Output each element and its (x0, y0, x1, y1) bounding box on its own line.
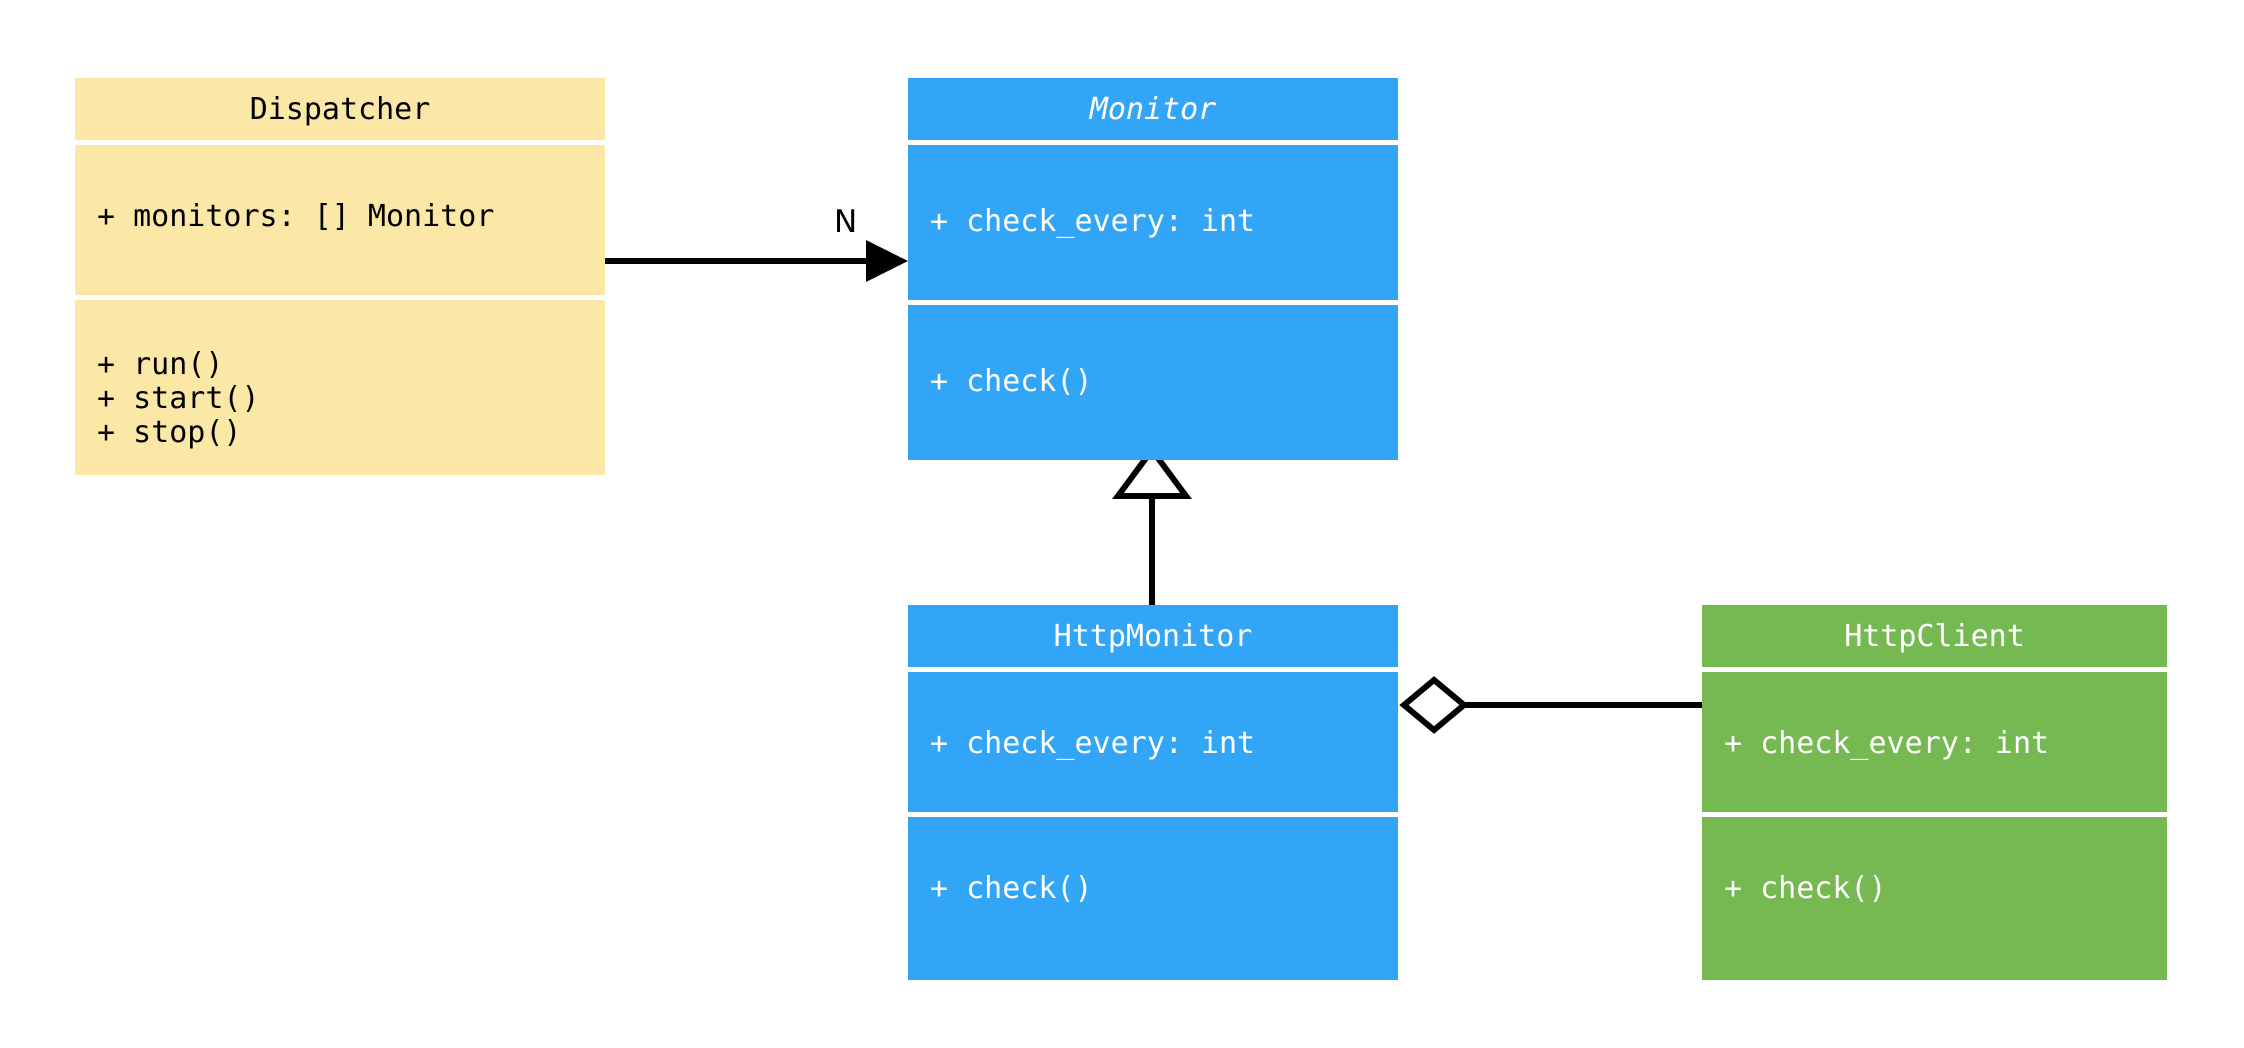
association-dispatcher-monitor (605, 240, 908, 282)
class-methods-monitor: + check() (908, 305, 1398, 460)
compartment-divider (908, 812, 1398, 817)
attribute-list: + check_every: int (930, 726, 1256, 761)
class-attributes-httpclient: + check_every: int (1702, 672, 2167, 812)
compartment-divider (1702, 812, 2167, 817)
method-list: + check() (930, 871, 1093, 906)
class-box-httpmonitor[interactable]: HttpMonitor + check_every: int + check() (908, 605, 1398, 980)
attribute-list: + check_every: int (930, 204, 1256, 239)
class-attributes-monitor: + check_every: int (908, 145, 1398, 300)
attribute-list: + check_every: int (1724, 726, 2050, 761)
class-box-httpclient[interactable]: HttpClient + check_every: int + check() (1702, 605, 2167, 980)
method-list: + check() (930, 364, 1093, 399)
class-methods-httpclient: + check() (1702, 817, 2167, 980)
class-name-label: Monitor (1089, 91, 1217, 127)
compartment-divider (75, 295, 605, 300)
class-box-dispatcher[interactable]: Dispatcher + monitors: [] Monitor + run(… (75, 78, 605, 475)
class-attributes-httpmonitor: + check_every: int (908, 672, 1398, 812)
method-list: + run() + start() + stop() (97, 347, 260, 450)
class-methods-httpmonitor: + check() (908, 817, 1398, 980)
class-title-httpclient: HttpClient (1702, 605, 2167, 667)
class-title-dispatcher: Dispatcher (75, 78, 605, 140)
compartment-divider (908, 300, 1398, 305)
compartment-divider (1702, 667, 2167, 672)
association-label-n: N (834, 204, 858, 240)
class-name-label: HttpMonitor (1053, 618, 1253, 654)
compartment-divider (908, 140, 1398, 145)
class-methods-dispatcher: + run() + start() + stop() (75, 300, 605, 475)
compartment-divider (908, 667, 1398, 672)
attribute-list: + monitors: [] Monitor (97, 199, 495, 234)
aggregation-httpmonitor-httpclient (1399, 676, 1702, 734)
class-title-httpmonitor: HttpMonitor (908, 605, 1398, 667)
class-name-label: Dispatcher (249, 91, 431, 127)
class-box-monitor[interactable]: Monitor + check_every: int + check() (908, 78, 1398, 460)
compartment-divider (75, 140, 605, 145)
generalization-httpmonitor-monitor (1112, 444, 1192, 605)
class-title-monitor: Monitor (908, 78, 1398, 140)
class-name-label: HttpClient (1844, 618, 2025, 654)
method-list: + check() (1724, 871, 1887, 906)
class-attributes-dispatcher: + monitors: [] Monitor (75, 145, 605, 295)
